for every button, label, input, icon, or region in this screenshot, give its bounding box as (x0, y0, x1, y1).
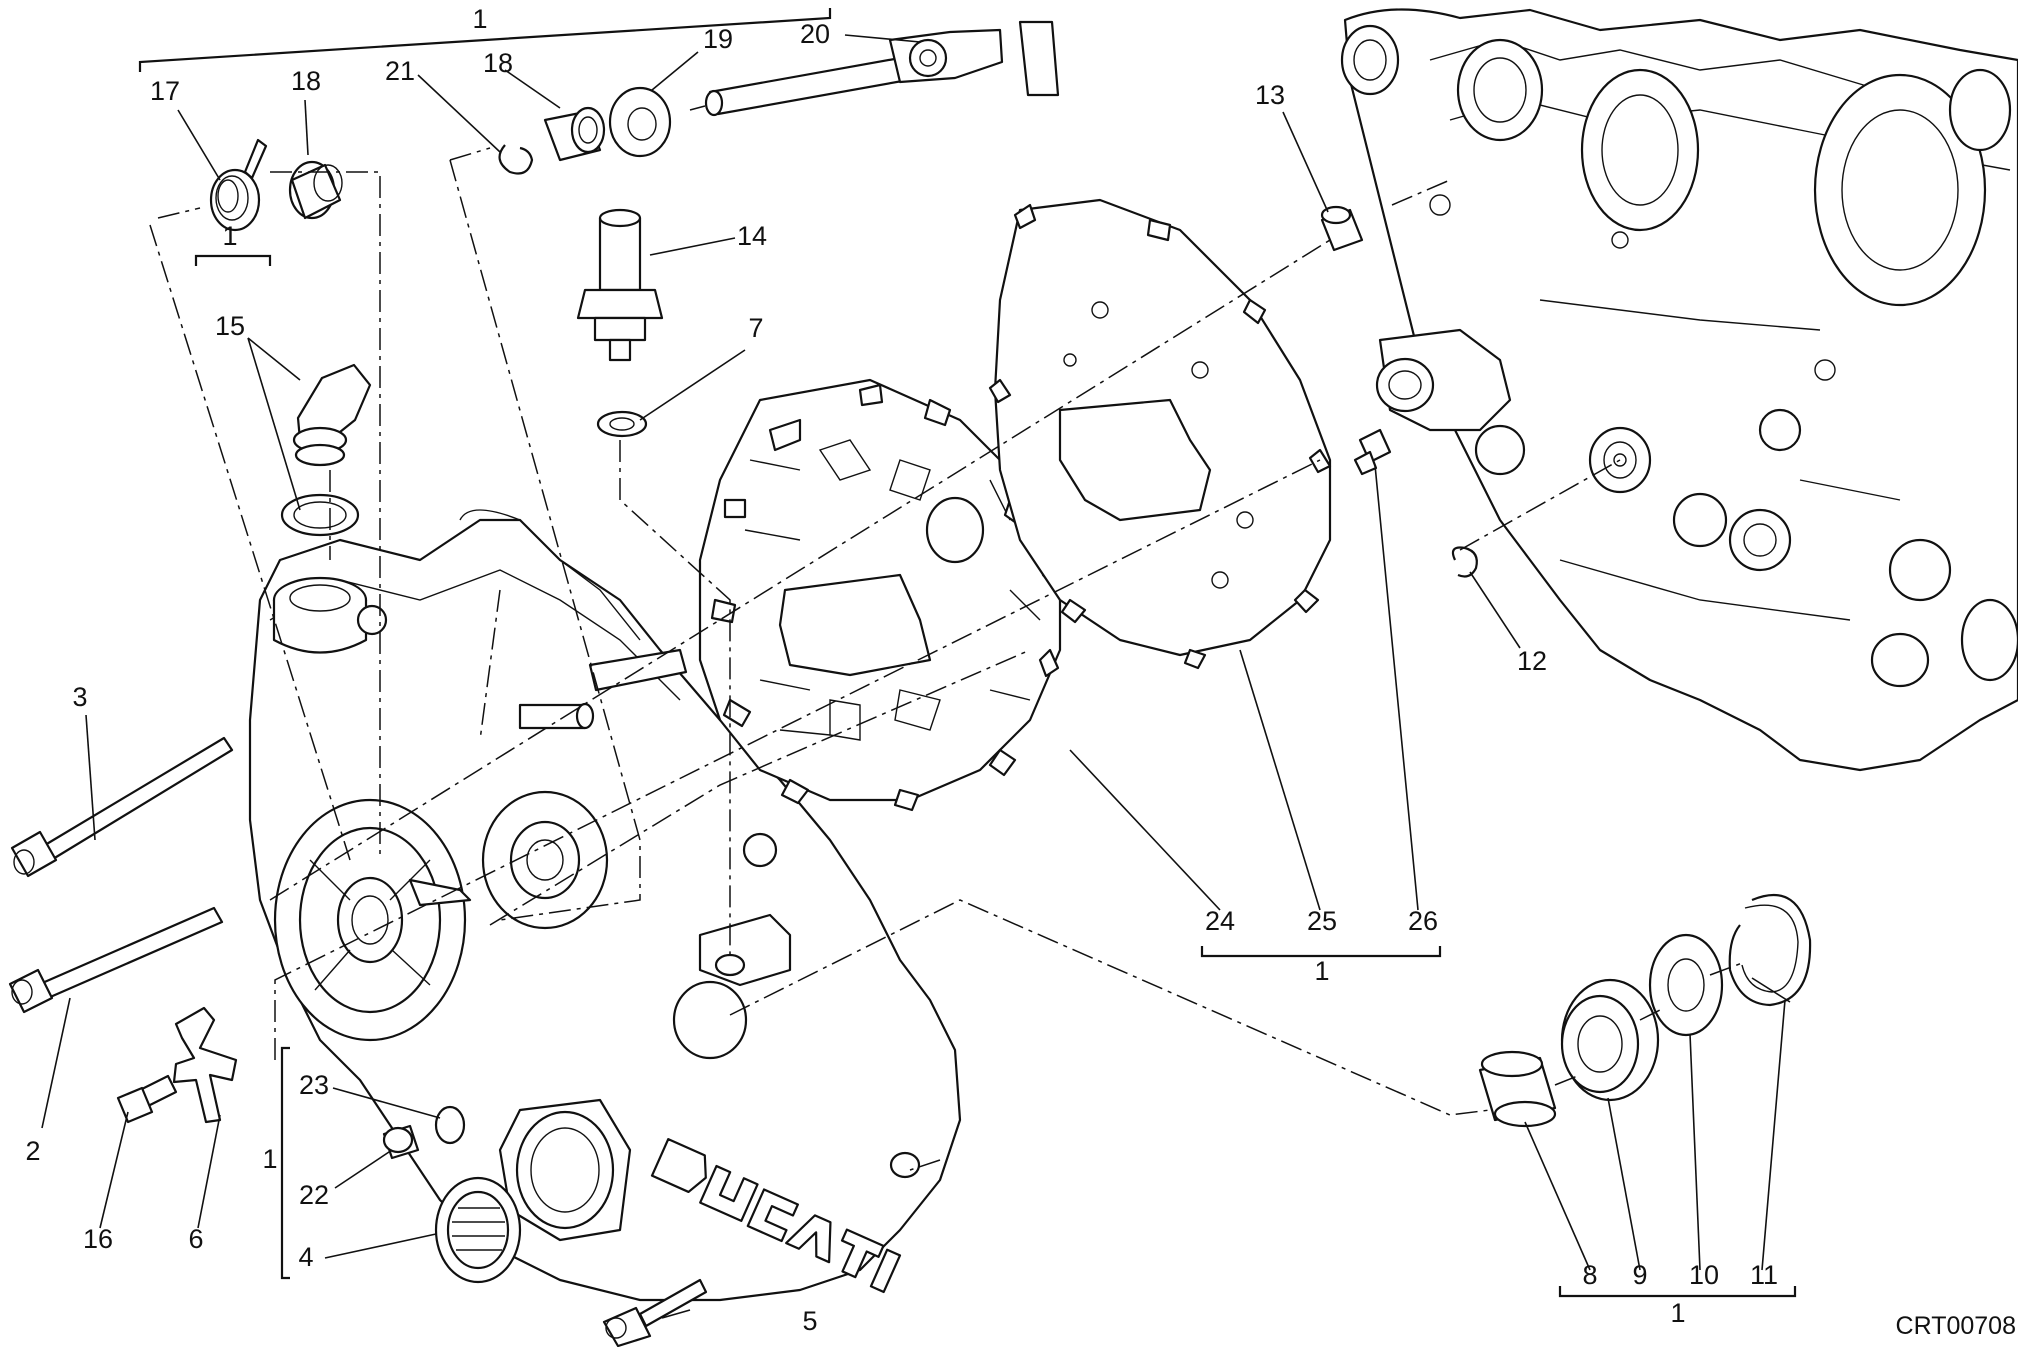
screw-16 (116, 1074, 178, 1124)
bolt-5 (602, 1278, 708, 1347)
bolt-3 (10, 736, 234, 878)
washer-10 (1648, 933, 1724, 1037)
callout-26: 26 (1408, 906, 1438, 936)
crankcase (1340, 8, 2018, 772)
seal-9 (1560, 978, 1660, 1102)
callout-1-left: 1 (262, 1144, 277, 1174)
clutch-cover (248, 509, 962, 1302)
assembly-lines (149, 105, 1746, 1171)
callout-21: 21 (385, 56, 415, 86)
seal-4 (434, 1176, 522, 1284)
circlip-12 (1451, 546, 1478, 578)
callouts: 1 17 18 21 18 19 20 1 15 14 7 13 12 3 2 … (25, 4, 2016, 1340)
callout-11: 11 (1750, 1260, 1778, 1290)
seal-19 (608, 86, 672, 158)
callout-9: 9 (1632, 1260, 1647, 1290)
callout-18-top: 18 (483, 48, 513, 78)
callout-1-top: 1 (472, 4, 487, 34)
callout-19: 19 (703, 24, 733, 54)
callout-2: 2 (25, 1136, 40, 1166)
callout-5: 5 (802, 1306, 817, 1336)
bushing-18-top (543, 106, 606, 162)
spring-17 (209, 138, 268, 232)
callout-6: 6 (188, 1224, 203, 1254)
bushing-8 (1478, 1050, 1557, 1128)
callout-24: 24 (1205, 906, 1235, 936)
bolt-2 (8, 906, 224, 1014)
sensor-14 (576, 208, 664, 362)
braces (138, 8, 1797, 1298)
callout-25: 25 (1307, 906, 1337, 936)
shaft-lever-20 (704, 20, 1060, 117)
ducati-logo (650, 1138, 902, 1294)
callout-7: 7 (748, 313, 763, 343)
callout-8: 8 (1582, 1260, 1597, 1290)
screw-26 (1353, 428, 1392, 476)
callout-13: 13 (1255, 80, 1285, 110)
callout-1-oil: 1 (222, 221, 237, 251)
callout-14: 14 (737, 221, 767, 251)
callout-10: 10 (1689, 1260, 1719, 1290)
plug-22 (382, 1124, 420, 1160)
callout-20: 20 (800, 19, 830, 49)
tab-6 (172, 1006, 238, 1124)
clutch-plate (698, 378, 1064, 812)
callout-22: 22 (299, 1180, 329, 1210)
reference-code: CRT00708 (1896, 1312, 2016, 1340)
callout-1-plate: 1 (1314, 956, 1329, 986)
ring-23 (434, 1105, 466, 1145)
callout-1-bottom: 1 (1670, 1298, 1685, 1328)
callout-12: 12 (1517, 646, 1547, 676)
washer-7 (596, 410, 648, 438)
callout-15: 15 (215, 311, 245, 341)
callout-17: 17 (150, 76, 180, 106)
bushing-18-left (288, 160, 343, 220)
callout-23: 23 (299, 1070, 329, 1100)
gasket-plate (988, 198, 1332, 670)
leader-lines (41, 34, 1791, 1319)
oil-cap-15 (292, 363, 372, 467)
callout-18-left: 18 (291, 66, 321, 96)
clip-21 (498, 144, 534, 175)
dowel-pin-13 (1320, 205, 1364, 252)
callout-3: 3 (72, 682, 87, 712)
callout-16: 16 (83, 1224, 113, 1254)
o-ring-15 (280, 493, 360, 537)
callout-4: 4 (298, 1242, 313, 1272)
circlip-11 (1728, 894, 1812, 1007)
